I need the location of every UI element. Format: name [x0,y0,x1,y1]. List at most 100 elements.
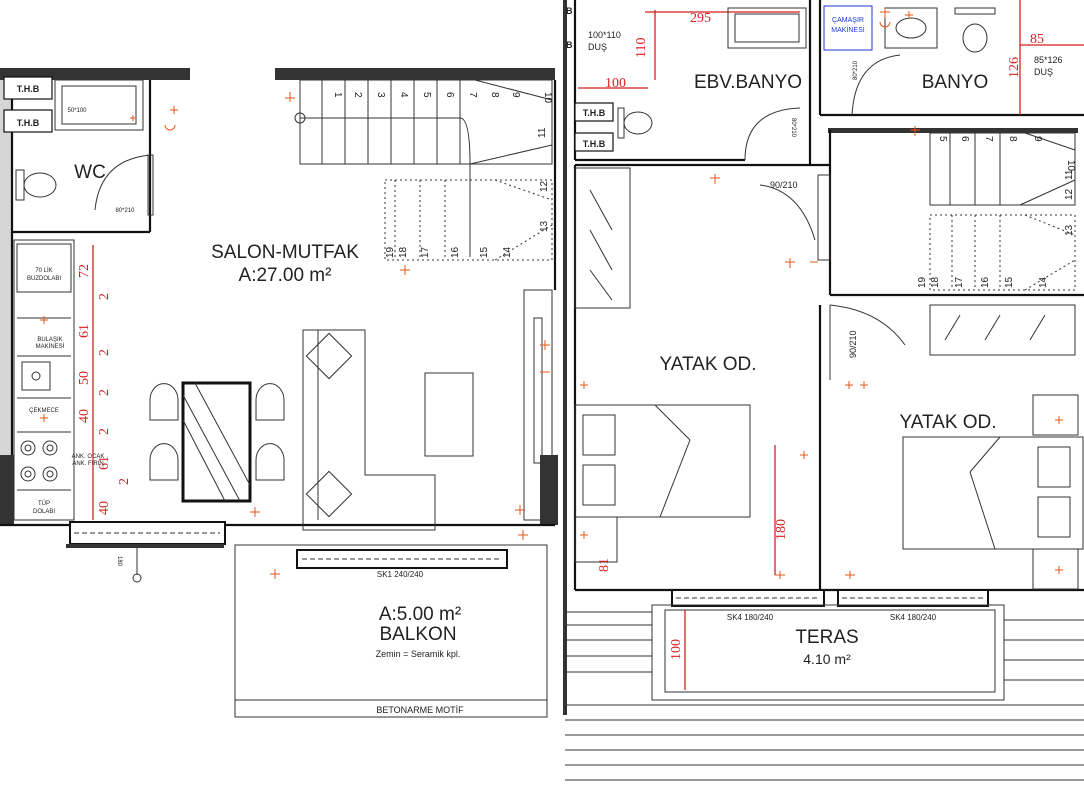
svg-text:5: 5 [421,92,432,98]
svg-text:10: 10 [1065,160,1076,172]
oven-label-1: ANK. OCAK [72,454,105,460]
trash-label-2: DOLABI [33,509,55,515]
dishwasher-label-1: BULAŞIK [37,337,62,343]
salon-area-label: A:27.00 m² [239,265,332,286]
dim-50: 50 [77,371,92,385]
svg-text:13: 13 [539,220,550,232]
svg-text:17: 17 [954,276,965,288]
svg-text:10: 10 [542,92,553,104]
bed-icon-left [574,404,751,563]
svg-text:8: 8 [489,92,500,98]
salon-mutfak-label: SALON-MUTFAK [211,242,359,263]
sliding-door-label: SK1 240/240 [377,570,424,579]
svg-text:15: 15 [479,246,490,258]
left-wall [0,80,12,520]
shower-size: 50*100 [67,108,87,114]
camasir-label-1: ÇAMAŞIR [832,17,864,24]
svg-text:18: 18 [930,276,941,288]
left-column [0,455,14,525]
dim-81: 81 [597,558,612,572]
drawer-label: ÇEKMECE [29,408,59,414]
fridge-label-1: 70 LİK [35,267,52,274]
svg-text:12: 12 [1064,188,1075,200]
svg-text:19: 19 [385,246,396,258]
thb-label-1: T.H.B [17,84,40,94]
thb-label-2: T.H.B [17,118,40,128]
yatak-1-label: YATAK OD. [659,354,756,375]
right-column [540,455,558,525]
svg-text:14: 14 [1038,276,1049,288]
electrical-symbols-right [580,8,1063,579]
dim-61a: 61 [77,324,92,338]
teras-area-label: 4.10 m² [803,651,851,667]
shower-size-2: 85*126 [1034,55,1063,65]
betonarme-label: BETONARME MOTİF [376,705,464,715]
balkon-label: BALKON [379,624,456,645]
svg-text:12: 12 [539,180,550,192]
trash-label-1: TÜP [38,500,50,507]
terrace-outline [651,604,1005,701]
toilet-icon [23,172,57,198]
dim-40a: 40 [77,409,92,423]
right-floor-plan: B B 295 110 100 100*110 DUŞ EBV.BANYO T.… [563,0,1084,781]
sink-icon [21,361,51,391]
svg-text:9: 9 [510,92,521,98]
toilet-icon [623,111,653,135]
balcony-outline [234,544,548,718]
yatak-2-label: YATAK OD. [899,412,996,433]
partial-b-1: B [566,6,573,16]
banyo-label: BANYO [922,72,989,93]
dim-2e: 2 [117,478,132,485]
door-80-1: 80*210 [790,118,796,138]
svg-text:16: 16 [450,246,461,258]
thb-right-1: T.H.B [583,108,606,118]
top-wall-right [275,68,555,80]
balkon-floor-label: Zemin = Seramik kpl. [376,649,461,659]
sk4-left-label: SK4 180/240 [727,613,774,622]
dining-table-icon [149,381,285,503]
cooktop-icon [20,440,58,482]
svg-text:14: 14 [502,246,513,258]
svg-text:1: 1 [332,92,343,98]
shower-label-1: DUŞ [588,42,607,52]
shower-label-2: DUŞ [1034,67,1053,77]
dim-110: 110 [634,38,649,58]
sofa-icon [302,329,436,531]
dim-100-top: 100 [605,76,626,91]
sink-icon [734,13,800,43]
svg-text:2: 2 [352,92,363,98]
svg-text:8: 8 [1007,136,1018,142]
svg-text:17: 17 [420,246,431,258]
dim-295: 295 [690,11,711,26]
wc-door-size: 80*210 [115,208,135,214]
thb-right-2: T.H.B [583,139,606,149]
dishwasher-label-2: MAKİNESİ [36,343,65,350]
balcony-rail-dim: 180 [116,556,122,567]
camasir-label-2: MAKİNESİ [831,25,865,34]
exterior-hatch [565,611,1084,781]
door-80-2: 80*210 [853,60,859,80]
wc-label: WC [74,162,106,183]
bed-icon-right [902,394,1084,590]
dim-180: 180 [774,519,789,540]
dim-72: 72 [77,264,92,278]
coffee-table-icon [424,372,474,457]
staircase-left: 1 2 3 4 5 6 7 8 9 10 11 19 18 17 16 15 1… [294,79,553,261]
left-floor-plan: T.H.B T.H.B 50*100 WC 80*210 70 LİK BUZD… [0,68,558,718]
fridge-label-2: BUZDOLABI [27,276,61,282]
electrical-symbols-left [40,92,550,579]
toilet-icon [962,23,988,53]
svg-text:6: 6 [444,92,455,98]
dim-2d: 2 [97,428,112,435]
svg-text:18: 18 [398,246,409,258]
svg-text:15: 15 [1004,276,1015,288]
oven-label-2: ANK. FIRIN [72,461,103,467]
svg-text:4: 4 [398,92,409,98]
partial-b-2: B [566,40,573,50]
svg-text:7: 7 [983,136,994,142]
ebv-banyo-label: EBV.BANYO [694,72,802,93]
dim-2a: 2 [97,293,112,300]
shower-size-1: 100*110 [588,30,621,40]
svg-text:13: 13 [1064,224,1075,236]
